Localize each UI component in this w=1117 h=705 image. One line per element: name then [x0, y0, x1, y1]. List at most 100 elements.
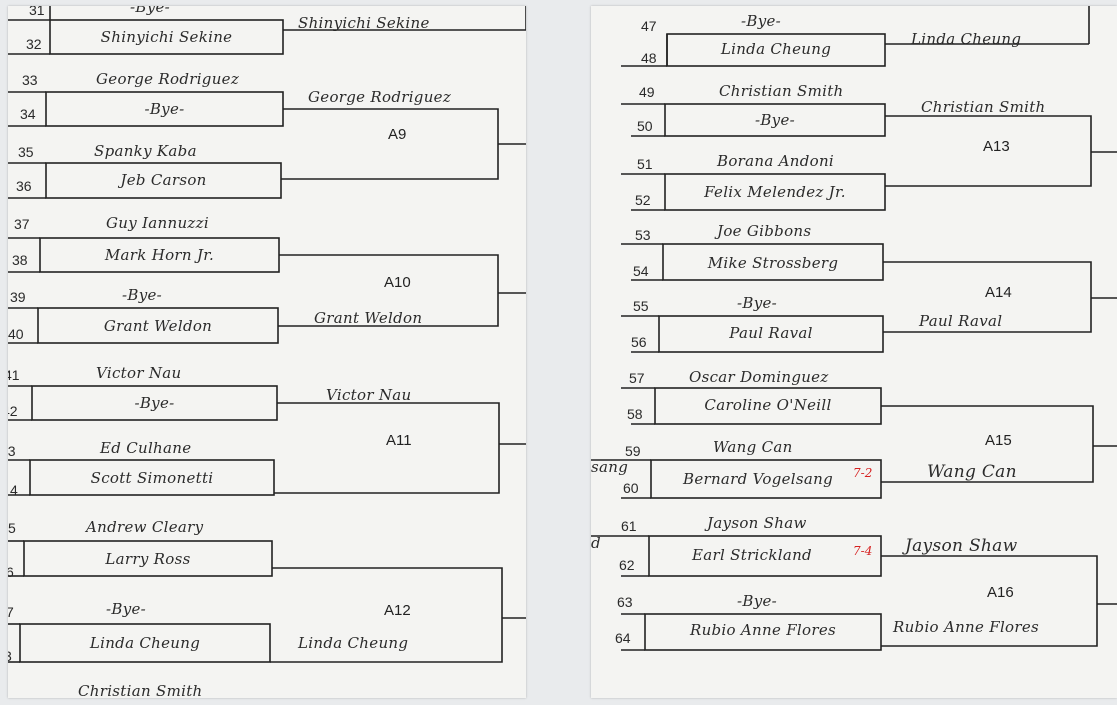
player-name: Shinyichi Sekine	[100, 28, 233, 46]
cut-off-text: d	[591, 534, 601, 552]
player-name: Oscar Dominguez	[689, 368, 829, 386]
winner-name: Jayson Shaw	[905, 536, 1018, 556]
player-name: Ed Culhane	[100, 439, 192, 457]
match-code: A13	[983, 138, 1010, 155]
seed-number: 60	[623, 480, 639, 496]
player-name: Bernard Vogelsang	[683, 470, 833, 488]
player-name: Caroline O'Neill	[704, 396, 832, 414]
player-name: Spanky Kaba	[94, 142, 197, 160]
seed-number: 55	[633, 298, 649, 314]
seed-number: 48	[641, 50, 657, 66]
winner-name: Linda Cheung	[911, 30, 1022, 48]
player-name: Wang Can	[713, 438, 793, 456]
player-name: Jeb Carson	[120, 171, 207, 189]
seed-number: 43	[8, 443, 16, 459]
winner-name: George Rodriguez	[308, 88, 452, 106]
player-name: -Bye-	[737, 592, 778, 610]
player-name: George Rodriguez	[96, 70, 240, 88]
match-code: A9	[388, 126, 407, 143]
seed-number: 53	[635, 227, 651, 243]
winner-name: Shinyichi Sekine	[298, 14, 430, 32]
match-code: A11	[386, 432, 412, 449]
bracket-lines-right	[591, 6, 1117, 651]
match-score: 7-4	[853, 544, 873, 558]
player-name: -Bye-	[754, 111, 795, 129]
player-name: -Bye-	[130, 6, 171, 16]
seed-number: 54	[633, 263, 649, 279]
match-score: 7-2	[853, 466, 873, 480]
seed-number: 5	[8, 520, 16, 536]
seed-number: 38	[12, 252, 28, 268]
bracket-sheet-right: -Bye- Linda Cheung 47 48 Linda Cheung 49…	[591, 6, 1117, 698]
seed-number: 51	[637, 156, 653, 172]
seed-number: 52	[635, 192, 651, 208]
player-name: -Bye-	[134, 394, 175, 412]
match-code: A16	[987, 584, 1014, 601]
winner-name: Grant Weldon	[314, 309, 423, 327]
bracket-lines-left	[8, 6, 526, 663]
winner-name: Paul Raval	[919, 312, 1003, 330]
player-name: Rubio Anne Flores	[689, 621, 837, 639]
cut-off-text: sang	[591, 458, 629, 476]
seed-number: 7	[8, 604, 14, 620]
match-code: A14	[985, 284, 1012, 301]
bracket-sheet-left: 31 -Bye- Shinyichi Sekine 32 Shinyichi S…	[8, 6, 526, 698]
player-name: Guy Iannuzzi	[106, 214, 209, 232]
player-name: -Bye-	[741, 12, 782, 30]
seed-number: 61	[621, 518, 637, 534]
seed-number: 37	[14, 216, 30, 232]
seed-number: 41	[8, 367, 20, 383]
seed-number: 35	[18, 144, 34, 160]
seed-number: 34	[20, 106, 36, 122]
winner-name: Linda Cheung	[298, 634, 409, 652]
match-code: A15	[985, 432, 1012, 449]
seed-number: 3	[8, 648, 12, 664]
seed-number: 59	[625, 443, 641, 459]
winner-name: Wang Can	[927, 462, 1017, 482]
seed-number: 56	[631, 334, 647, 350]
player-name: Linda Cheung	[89, 634, 201, 652]
seed-number: 39	[10, 289, 26, 305]
player-name: Earl Strickland	[692, 546, 812, 564]
player-name: Paul Raval	[729, 324, 813, 342]
player-name: Scott Simonetti	[90, 469, 214, 487]
player-name: Joe Gibbons	[717, 222, 812, 240]
player-name: Christian Smith	[78, 682, 203, 698]
seed-number: 6	[8, 564, 14, 580]
player-name: Jayson Shaw	[707, 514, 807, 532]
seed-number: 62	[619, 557, 635, 573]
player-name: Victor Nau	[96, 364, 182, 382]
seed-number: 47	[641, 18, 657, 34]
player-name: Mike Strossberg	[707, 254, 839, 272]
player-name: Linda Cheung	[720, 40, 832, 58]
player-name: Mark Horn Jr.	[104, 246, 215, 264]
player-name: -Bye-	[106, 600, 147, 618]
player-name: Borana Andoni	[717, 152, 835, 170]
seed-number: 58	[627, 406, 643, 422]
seed-number: 4	[10, 482, 18, 498]
player-name: Christian Smith	[719, 82, 844, 100]
seed-number: 36	[16, 178, 32, 194]
winner-name: Victor Nau	[326, 386, 412, 404]
winner-name: Christian Smith	[921, 98, 1046, 116]
seed-number: 50	[637, 118, 653, 134]
seed-number: 49	[639, 84, 655, 100]
match-code: A12	[384, 602, 411, 619]
match-code: A10	[384, 274, 411, 291]
seed-number: 31	[29, 6, 45, 18]
seed-number: 40	[8, 326, 24, 342]
player-name: Larry Ross	[105, 550, 191, 568]
seed-number: 33	[22, 72, 38, 88]
player-name: -Bye-	[737, 294, 778, 312]
seed-number: 63	[617, 594, 633, 610]
player-name: Grant Weldon	[103, 317, 213, 335]
winner-name: Rubio Anne Flores	[893, 618, 1040, 636]
seed-number: 57	[629, 370, 645, 386]
seed-number: 42	[8, 403, 18, 419]
player-name: Felix Melendez Jr.	[704, 183, 846, 201]
player-name: -Bye-	[144, 100, 185, 118]
player-name: Andrew Cleary	[86, 518, 204, 536]
seed-number: 32	[26, 36, 42, 52]
seed-number: 64	[615, 630, 631, 646]
player-name: -Bye-	[122, 286, 163, 304]
